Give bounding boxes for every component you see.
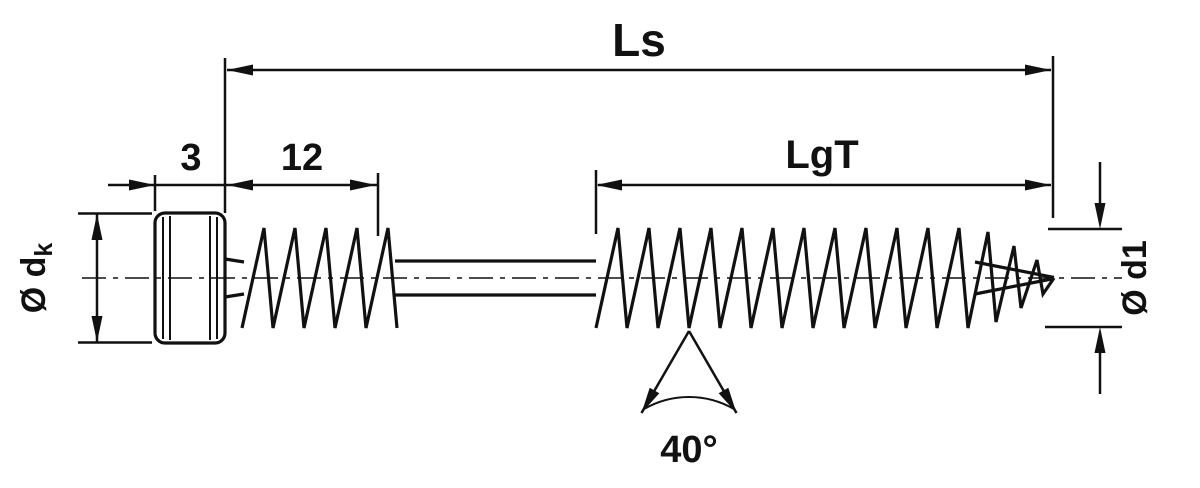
label-thread-diameter: Ø d1 [1116, 240, 1154, 316]
screw-neck [224, 257, 245, 299]
label-thread-runout: 12 [281, 137, 323, 179]
dim-head-and-runout: 3 12 [108, 137, 380, 236]
label-tip-angle: 40° [660, 429, 717, 471]
label-head-length: 3 [180, 137, 201, 179]
arrowhead [596, 179, 622, 191]
thread-zigzag [240, 227, 399, 329]
label-head-diameter-prefix: Ø d [15, 257, 53, 314]
dim-head-diameter: Ø dk [15, 212, 152, 344]
thread-zigzag [594, 227, 1056, 329]
dim-thread-diameter: Ø d1 [1045, 162, 1154, 394]
thread-main [594, 227, 1056, 329]
arrowhead [227, 179, 253, 191]
neck-bottom-line [224, 292, 245, 299]
arrowhead [91, 214, 103, 240]
dim-thread-length: LgT [594, 133, 1051, 234]
arrowhead [718, 387, 737, 413]
tip-cone-top-line [974, 260, 1055, 280]
tip-cone-bottom-line [974, 276, 1055, 296]
arrowhead [1025, 179, 1051, 191]
head-outline [153, 211, 227, 345]
arrowhead [91, 316, 103, 342]
screw-head [153, 211, 227, 345]
angle-arc [643, 395, 735, 410]
dim-overall-length: Ls [223, 14, 1055, 218]
arrowhead [641, 387, 660, 413]
label-head-diameter: Ø dk [15, 243, 58, 314]
smooth-shank [395, 259, 596, 297]
neck-top-line [224, 257, 245, 264]
arrowhead [129, 179, 155, 191]
arrowhead [1094, 203, 1106, 229]
arrowhead [1094, 327, 1106, 353]
label-thread-length: LgT [785, 133, 858, 177]
arrowhead [350, 179, 376, 191]
label-head-diameter-subscript: k [30, 243, 58, 257]
arrowhead [1025, 64, 1051, 76]
thread-near-head [240, 227, 399, 329]
label-overall-length: Ls [612, 14, 666, 66]
dim-tip-angle: 40° [640, 330, 738, 471]
arrowhead [227, 64, 253, 76]
